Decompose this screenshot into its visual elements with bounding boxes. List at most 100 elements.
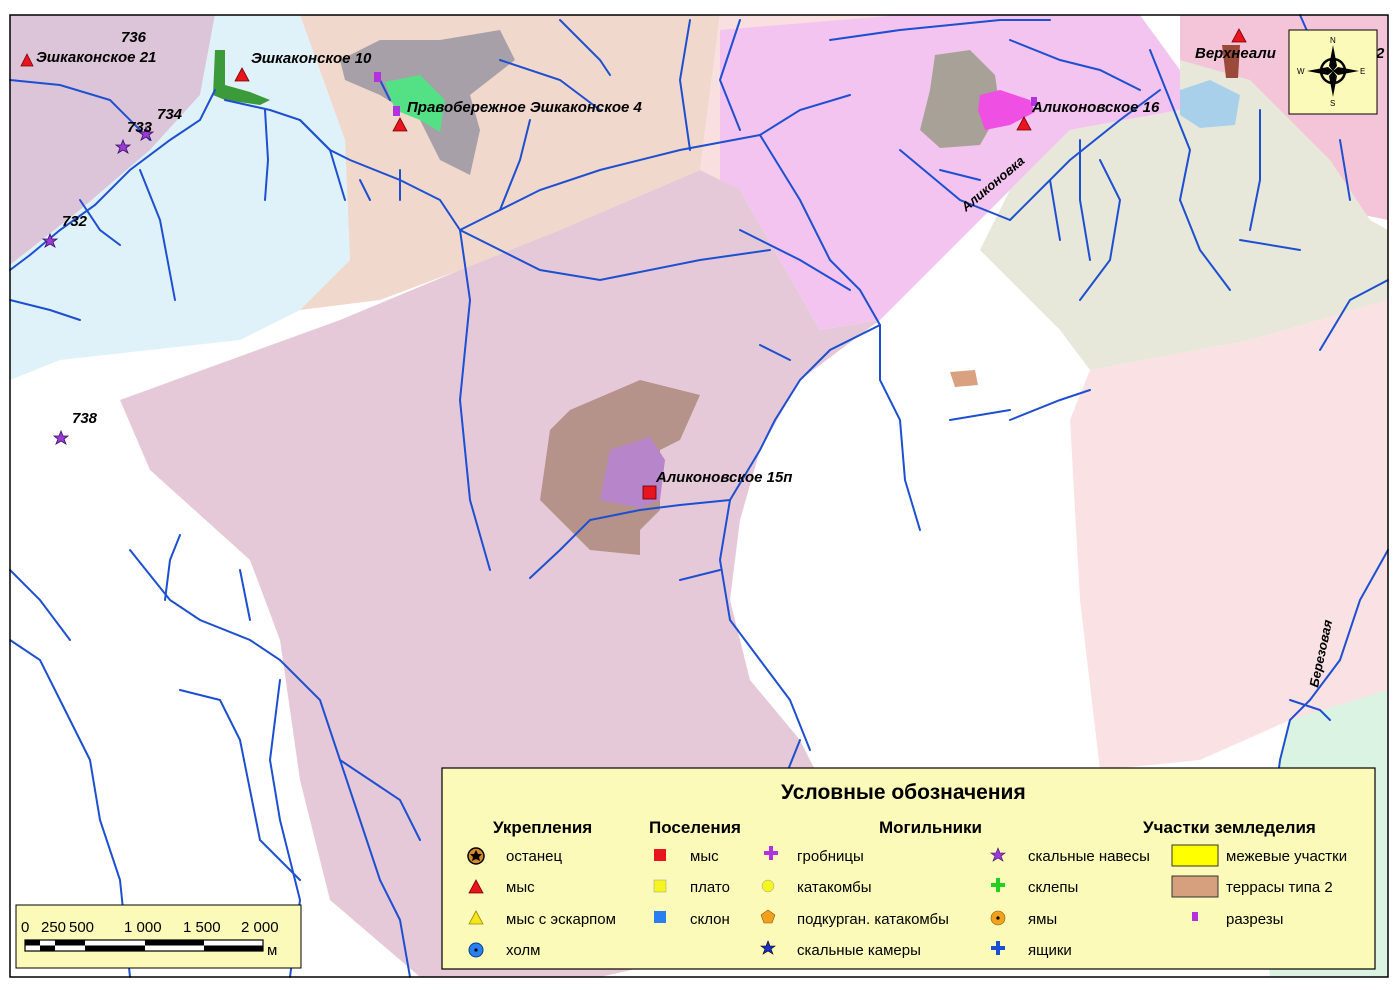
legend-burial2-2: ямы: [1028, 911, 1057, 928]
legend-settle-1: плато: [690, 879, 730, 896]
legend-farm-1: террасы типа 2: [1226, 879, 1333, 896]
legend-settle-2: склон: [690, 911, 730, 928]
triangle-verkh: [1231, 28, 1247, 43]
area-eshkakon-green: [213, 50, 270, 105]
legend-burial2-3: ящики: [1028, 942, 1072, 959]
kurgan-catacomb-pentagon-icon: [760, 909, 776, 924]
label-eshkakon10: Эшкаконское 10: [251, 50, 372, 67]
legend-header-settle: Поселения: [649, 818, 741, 837]
rock-chamber-star-icon: [760, 940, 776, 955]
terrace-type2-swatch-icon: [1171, 875, 1219, 898]
scale-bar: 0 250 500 1 000 1 500 2 000 м: [15, 904, 302, 969]
scale-tick-2000: 2 000: [241, 919, 279, 936]
label-732: 732: [62, 213, 88, 230]
triangle-eshkakon10: [234, 67, 250, 82]
label-eshkakon21: Эшкаконское 21: [36, 49, 156, 66]
legend-fort-2: мыс с эскарпом: [506, 911, 616, 928]
legend-panel: Условные обозначения Укрепления Поселени…: [441, 767, 1376, 970]
section-markers: [374, 72, 1037, 116]
area-gray-alik16: [920, 50, 1000, 148]
compass-e: E: [1360, 67, 1365, 76]
settlement-alik15: [642, 485, 657, 500]
cape-markers: [20, 28, 1247, 132]
compass-north-needle-icon: [1329, 45, 1337, 71]
label-2: 2: [1375, 45, 1385, 62]
scale-unit: м: [267, 942, 277, 959]
legend-burial1-1: катакомбы: [797, 879, 872, 896]
compass-rose: N S W E: [1288, 29, 1378, 115]
compass-east-needle-icon: [1333, 67, 1359, 75]
settle-slope-square-icon: [654, 911, 666, 923]
box-cross-icon: [991, 941, 1005, 955]
legend-fort-0: останец: [506, 848, 563, 865]
section-cut-marker-icon: [1192, 912, 1198, 921]
legend-header-farm: Участки земледелия: [1143, 818, 1316, 837]
label-736: 736: [121, 29, 147, 46]
label-734: 734: [157, 106, 183, 123]
area-magenta-alik16: [978, 90, 1035, 130]
cape-triangle-icon: [468, 879, 484, 894]
compass-w: W: [1297, 67, 1305, 76]
compass-s: S: [1330, 99, 1335, 108]
boundary-plot-swatch-icon: [1171, 844, 1219, 867]
label-pravob4: Правобережное Эшкаконское 4: [407, 99, 643, 116]
cut-marker-2: [393, 106, 400, 116]
rock-shelter-markers: [41, 125, 155, 445]
label-733: 733: [127, 119, 153, 136]
compass-west-needle-icon: [1307, 67, 1333, 75]
star-738: [52, 429, 70, 445]
zone-west-mauve: [10, 15, 215, 265]
tomb-cross-icon: [764, 846, 778, 860]
cut-marker-3: [1031, 97, 1037, 106]
triangle-eshkakon21: [20, 53, 34, 67]
legend-burial1-2: подкурган. катакомбы: [797, 911, 949, 928]
scale-tick-1000: 1 000: [124, 919, 162, 936]
scale-tick-250: 250: [41, 919, 66, 936]
cut-marker-1: [374, 72, 381, 82]
legend-fort-symbols: [467, 847, 485, 958]
star-733: [114, 138, 132, 154]
map-frame: [9, 14, 1389, 978]
star-734: [137, 125, 155, 141]
scale-tick-500: 500: [69, 919, 94, 936]
zone-east-pink: [1070, 300, 1388, 770]
legend-burial2-1: склепы: [1028, 879, 1078, 896]
legend-burial1-3: скальные камеры: [797, 942, 921, 959]
scale-tick-0: 0: [21, 919, 29, 936]
map-area: Эшкаконское 21 Эшкаконское 10 Правобереж…: [9, 14, 1389, 978]
pit-dot-icon: [996, 916, 1000, 920]
remnant-star-icon: [470, 850, 482, 861]
label-alik16: Аликоновское 16: [1031, 99, 1160, 116]
legend-fort-1: мыс: [506, 879, 535, 896]
zone-east-sage: [980, 60, 1388, 370]
hill-dot-icon: [474, 948, 478, 952]
river-network: [9, 14, 1389, 978]
legend-burial1-0: гробницы: [797, 848, 864, 865]
cape-escarp-triangle-icon: [468, 910, 484, 925]
catacomb-circle-icon: [761, 879, 775, 893]
label-alik15: Аликоновское 15п: [655, 469, 792, 486]
legend-farm-0: межевые участки: [1226, 848, 1347, 865]
star-732: [41, 232, 59, 248]
crypt-cross-icon: [991, 878, 1005, 892]
area-lake: [1180, 80, 1240, 128]
triangle-pravob4: [392, 117, 408, 132]
scale-tick-1500: 1 500: [183, 919, 221, 936]
compass-south-needle-icon: [1329, 71, 1337, 97]
zone-west-lightblue: [10, 15, 350, 380]
area-verkh-brown: [1222, 45, 1240, 78]
legend-header-burial: Могильники: [879, 818, 982, 837]
triangle-alik16: [1016, 116, 1032, 131]
rock-shelter-star-icon: [990, 847, 1006, 862]
legend-fort-3: холм: [506, 942, 540, 959]
legend-settle-0: мыс: [690, 848, 719, 865]
settle-plateau-square-icon: [653, 879, 667, 893]
settle-cape-square-icon: [654, 849, 666, 861]
area-terrace-small: [950, 370, 978, 387]
label-verkh: Верхнеали: [1195, 45, 1276, 62]
legend-header-fort: Укрепления: [493, 818, 592, 837]
legend-burial2-0: скальные навесы: [1028, 848, 1150, 865]
legend-title: Условные обозначения: [781, 781, 1026, 804]
legend-farm-2: разрезы: [1226, 911, 1283, 928]
